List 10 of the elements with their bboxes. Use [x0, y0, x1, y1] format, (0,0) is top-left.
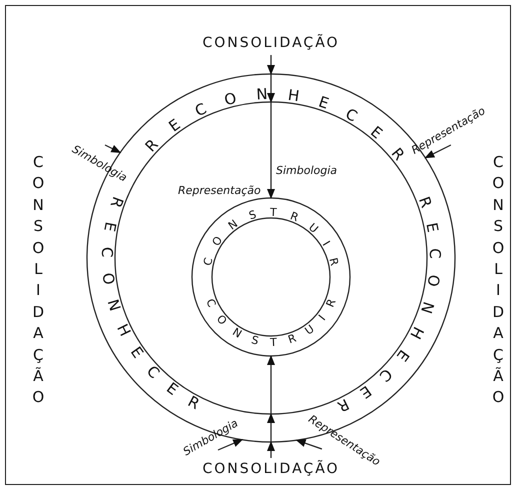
stage-label: CONSOLIDAÇÃO: [202, 35, 340, 51]
arrow: [218, 439, 244, 451]
stage-label: CONSOLIDAÇÃO: [32, 152, 44, 409]
arrow-label: Representação: [178, 184, 261, 197]
stage-label: CONSOLIDAÇÃO: [492, 152, 504, 409]
arrow: [104, 144, 122, 154]
arrow-label: Simbologia: [276, 164, 338, 177]
arrow: [267, 355, 275, 458]
arrow: [296, 439, 322, 450]
arrow: [424, 144, 452, 158]
